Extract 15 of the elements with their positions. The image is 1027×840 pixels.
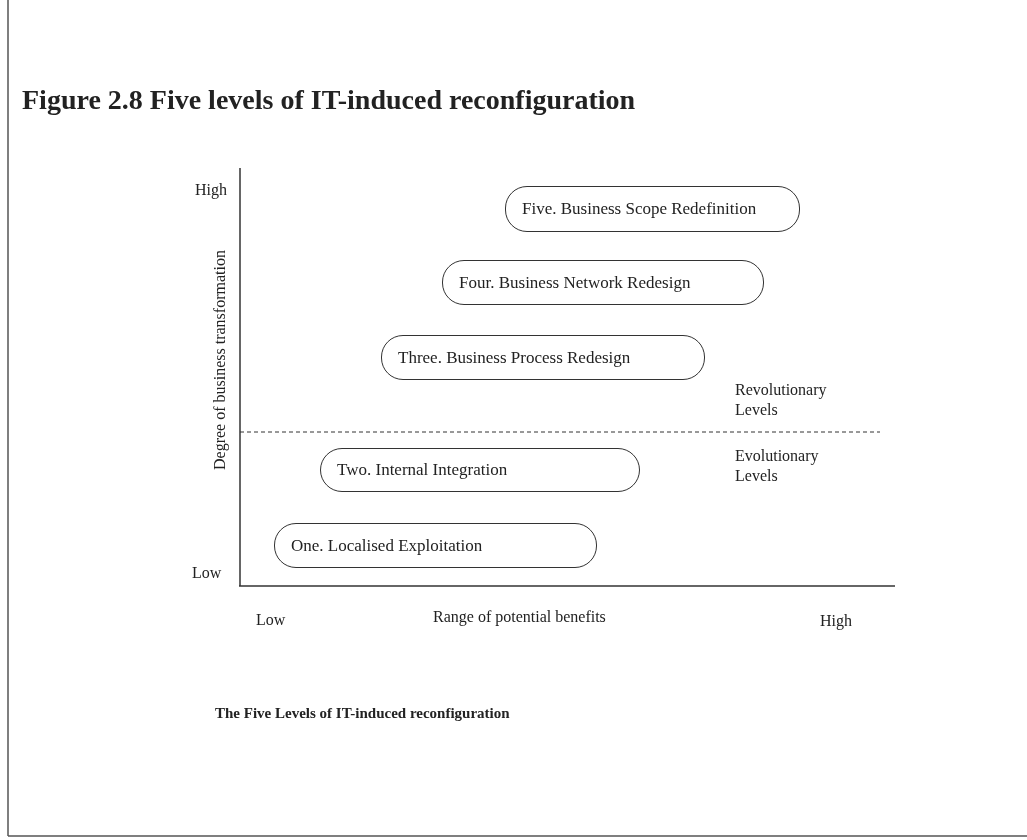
- figure-title: Figure 2.8 Five levels of IT-induced reconfiguration: [22, 84, 636, 116]
- zone-label: Evolutionary Levels: [735, 446, 820, 486]
- axis-tick-label: Low: [256, 610, 286, 630]
- figure-caption: The Five Levels of IT-induced reconfiguration: [215, 705, 510, 722]
- axis-tick-label: High: [195, 180, 227, 200]
- level-box: Three. Business Process Redesign: [381, 335, 705, 380]
- axis-title: Degree of business transformation: [210, 249, 230, 472]
- axis-tick-label: High: [820, 611, 852, 631]
- zone-label: Revolutionary Levels: [735, 380, 828, 420]
- axis-title: Range of potential benefits: [433, 607, 606, 627]
- level-box: Two. Internal Integration: [320, 448, 640, 492]
- level-box: Four. Business Network Redesign: [442, 260, 764, 305]
- axis-tick-label: Low: [192, 563, 222, 583]
- level-box: Five. Business Scope Redefinition: [505, 186, 800, 232]
- level-box: One. Localised Exploitation: [274, 523, 597, 568]
